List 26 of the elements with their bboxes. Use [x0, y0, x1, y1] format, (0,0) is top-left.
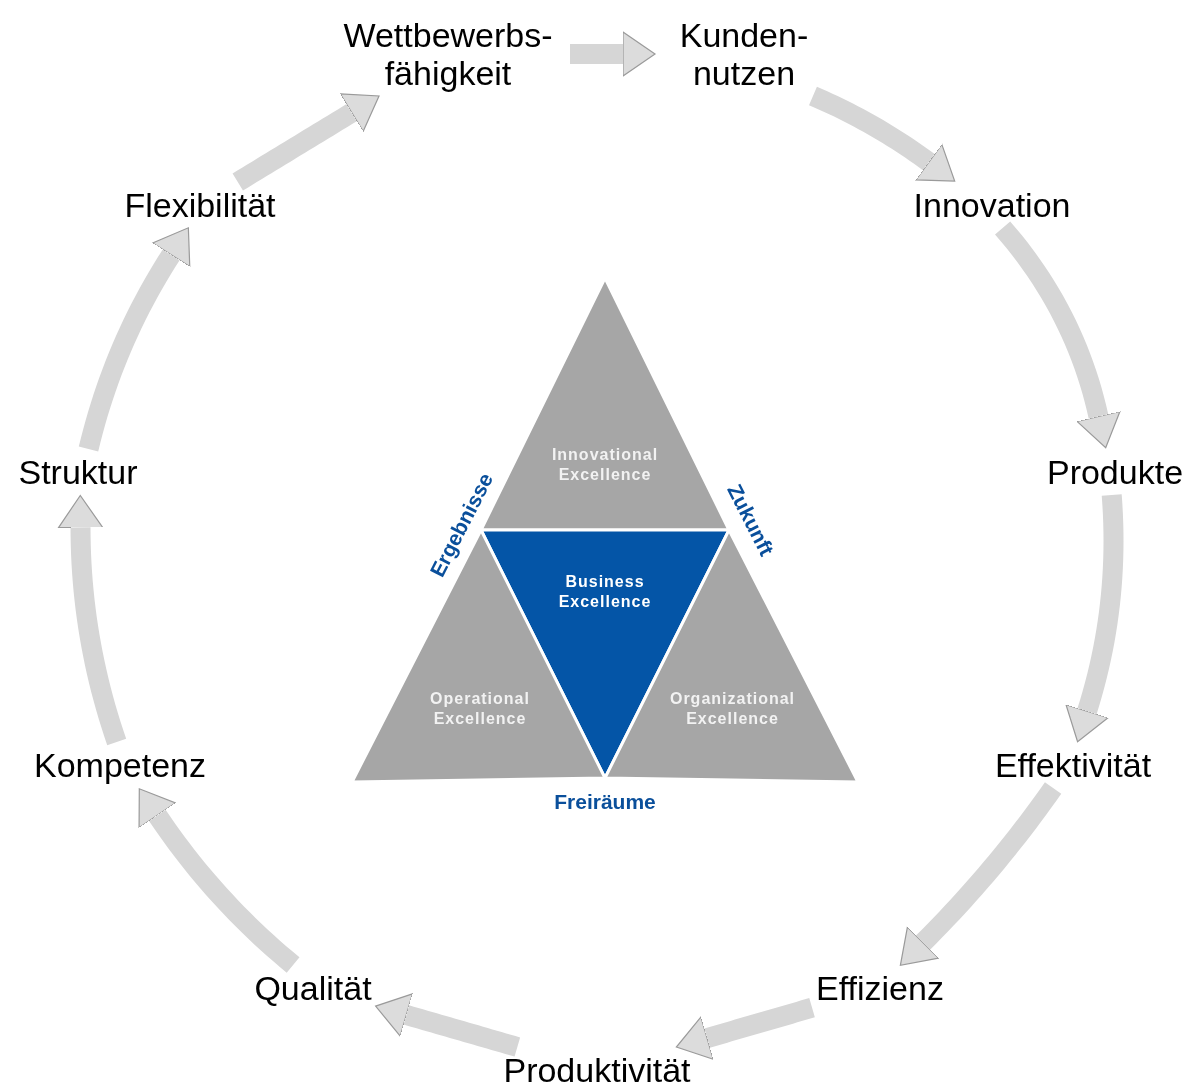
cycle-label: Kompetenz	[34, 746, 206, 784]
segment-label: Organizational Excellence	[668, 689, 797, 729]
cycle-label: Effizienz	[816, 969, 944, 1007]
cycle-label: Innovation	[913, 186, 1071, 224]
block-arrow	[375, 993, 523, 1057]
block-arrow	[675, 998, 818, 1060]
block-arrow	[232, 93, 380, 191]
cycle-label: Effektivität	[994, 746, 1152, 784]
block-arrow	[57, 494, 127, 746]
cycle-label: Produktivität	[503, 1051, 691, 1089]
cycle-label: Qualität	[254, 969, 372, 1007]
cycle-label: Struktur	[18, 453, 138, 491]
segment-label: Operational Excellence	[429, 689, 531, 729]
cycle-label: Wettbewerbs- fähigkeit	[342, 16, 554, 92]
cycle-label: Produkte	[1046, 453, 1184, 491]
side-label: Freiräume	[554, 790, 656, 814]
block-arrow	[1065, 494, 1124, 743]
segment-label: Business Excellence	[557, 572, 653, 612]
block-arrow	[78, 227, 191, 452]
block-arrow	[808, 86, 956, 182]
cycle-label: Kunden- nutzen	[678, 16, 810, 92]
block-arrow	[899, 782, 1062, 966]
block-arrow	[138, 788, 300, 973]
cycle-label: Flexibilität	[124, 186, 276, 224]
block-arrow	[995, 221, 1121, 449]
segment-label: Innovational Excellence	[550, 445, 660, 485]
